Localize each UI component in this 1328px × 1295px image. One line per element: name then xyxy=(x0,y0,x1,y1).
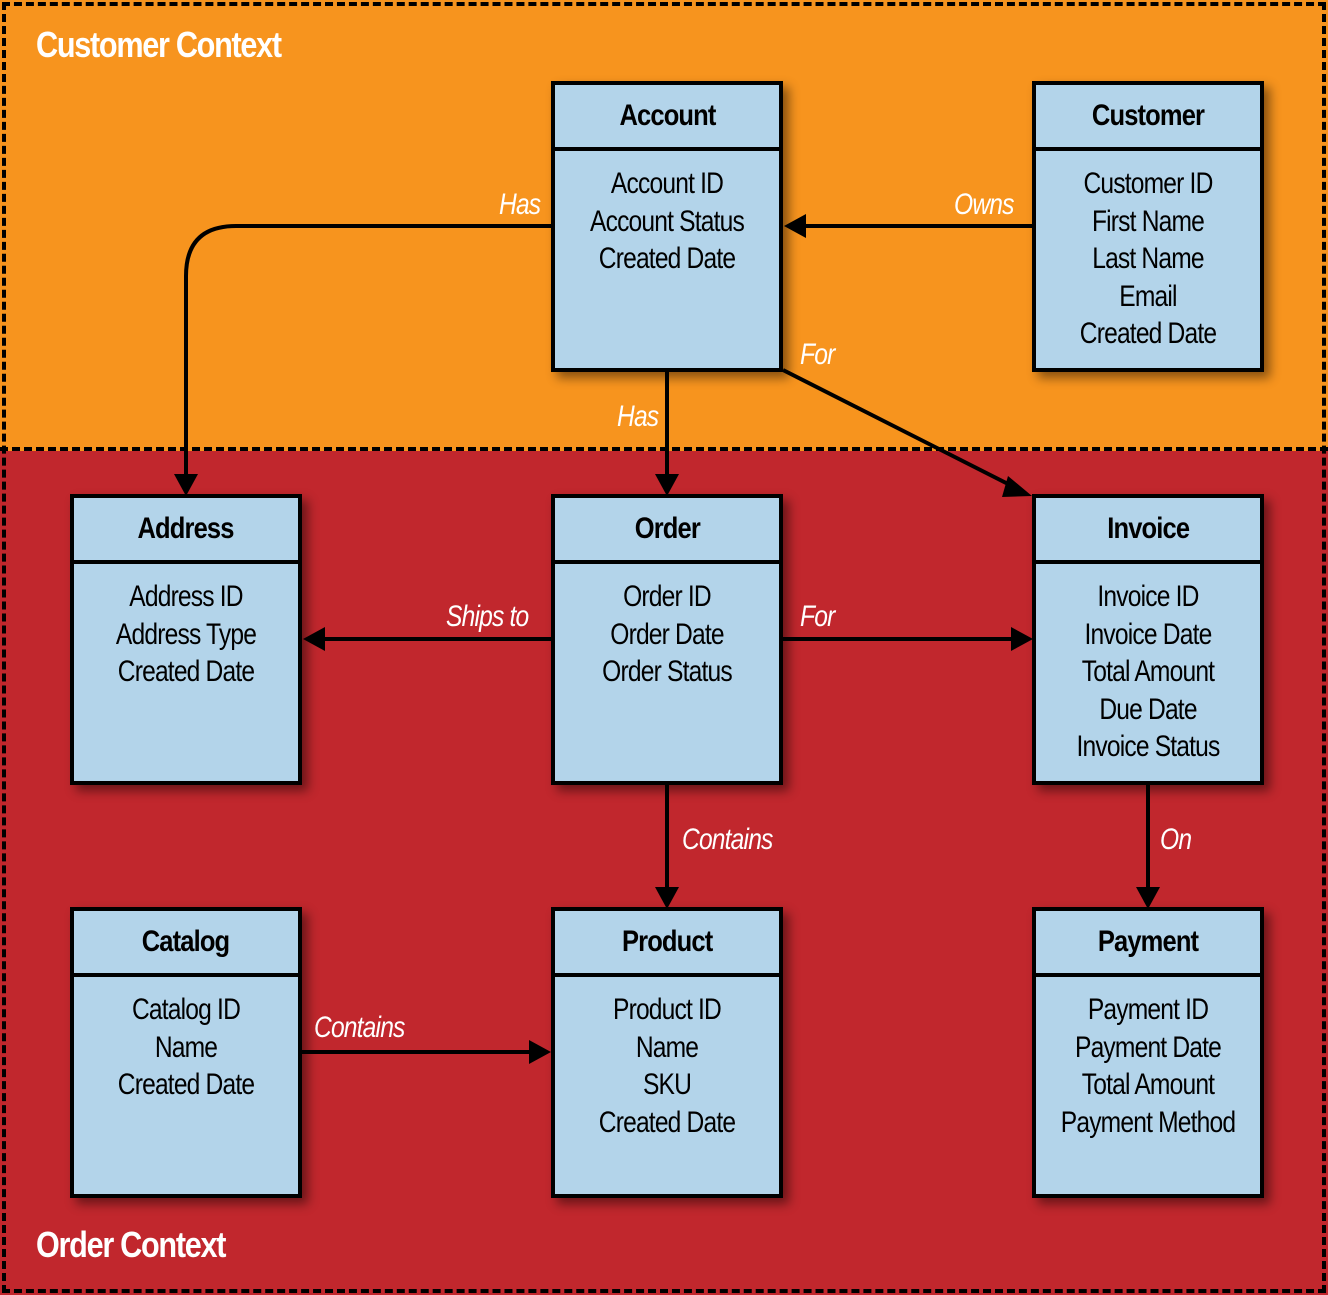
entity-attribute: Created Date xyxy=(598,242,736,275)
arrowhead-invoice-left xyxy=(1011,627,1033,651)
entity-name: Invoice xyxy=(1107,512,1190,545)
label-account-has-order: Has xyxy=(617,400,659,433)
entity-attribute: Address Type xyxy=(115,617,257,651)
label-account-for-invoice: For xyxy=(800,338,835,371)
arrowhead-order-top xyxy=(655,474,679,496)
entity-attribute: Account Status xyxy=(589,204,745,238)
arrowhead-product-top xyxy=(655,887,679,909)
entity-attribute: Invoice Date xyxy=(1084,617,1213,651)
label-order-contains-product: Contains xyxy=(682,823,773,856)
entity-attributes: Account ID Account Status Created Date xyxy=(555,151,779,278)
entity-attribute: Order Status xyxy=(602,655,732,688)
entity-attribute: Customer ID xyxy=(1083,167,1213,200)
entity-header: Order xyxy=(555,498,779,564)
entity-name: Address xyxy=(137,512,235,545)
entity-attribute: Order ID xyxy=(623,580,712,613)
arrowhead-address-right xyxy=(303,627,325,651)
entity-attributes: Order ID Order Date Order Status xyxy=(555,564,779,691)
entity-name: Catalog xyxy=(142,925,230,958)
label-catalog-contains-product: Contains xyxy=(314,1011,405,1044)
entity-attribute: Product ID xyxy=(612,993,722,1026)
connector-account-invoice xyxy=(782,368,1015,489)
entity-attribute: Payment Method xyxy=(1060,1105,1236,1139)
label-customer-owns-account: Owns xyxy=(954,188,1014,221)
entity-customer[interactable]: Customer Customer ID First Name Last Nam… xyxy=(1032,81,1264,372)
entity-header: Address xyxy=(74,498,298,564)
entity-attribute: Name xyxy=(635,1030,699,1064)
entity-attribute: Total Amount xyxy=(1081,655,1215,688)
label-order-ships-to-address: Ships to xyxy=(446,600,529,633)
entity-invoice[interactable]: Invoice Invoice ID Invoice Date Total Am… xyxy=(1032,494,1264,785)
entity-attribute: Name xyxy=(154,1030,218,1064)
entity-name: Order xyxy=(634,512,700,545)
entity-attribute: First Name xyxy=(1091,204,1205,238)
entity-attributes: Invoice ID Invoice Date Total Amount Due… xyxy=(1036,564,1260,766)
entity-attributes: Address ID Address Type Created Date xyxy=(74,564,298,691)
entity-header: Invoice xyxy=(1036,498,1260,564)
arrowhead-invoice-topleft xyxy=(1002,476,1032,497)
order-context-title: Order Context xyxy=(36,1224,226,1265)
label-invoice-on-payment: On xyxy=(1160,823,1192,856)
entity-header: Payment xyxy=(1036,911,1260,977)
entity-attribute: Account ID xyxy=(610,167,724,200)
entity-attributes: Customer ID First Name Last Name Email C… xyxy=(1036,151,1260,353)
entity-attribute: Payment Date xyxy=(1074,1030,1222,1064)
entity-address[interactable]: Address Address ID Address Type Created … xyxy=(70,494,302,785)
entity-attribute: Created Date xyxy=(598,1105,736,1139)
entity-name: Account xyxy=(618,99,716,132)
entity-attribute: Last Name xyxy=(1092,242,1204,275)
entity-header: Catalog xyxy=(74,911,298,977)
arrowhead-account-right xyxy=(784,214,806,238)
entity-payment[interactable]: Payment Payment ID Payment Date Total Am… xyxy=(1032,907,1264,1198)
entity-attribute: Created Date xyxy=(117,655,255,688)
customer-context-title: Customer Context xyxy=(36,24,282,65)
entity-attributes: Product ID Name SKU Created Date xyxy=(555,977,779,1141)
label-account-has-address: Has xyxy=(499,188,541,221)
entity-attribute: Order Date xyxy=(610,617,724,651)
entity-attribute: Address ID xyxy=(129,580,243,613)
entity-attribute: Invoice ID xyxy=(1097,580,1199,613)
entity-attribute: Payment ID xyxy=(1087,993,1209,1026)
context-divider xyxy=(0,447,1328,451)
entity-attribute: Total Amount xyxy=(1081,1068,1215,1101)
entity-attributes: Payment ID Payment Date Total Amount Pay… xyxy=(1036,977,1260,1141)
entity-header: Customer xyxy=(1036,85,1260,151)
entity-header: Product xyxy=(555,911,779,977)
entity-attribute: Catalog ID xyxy=(131,993,241,1026)
entity-header: Account xyxy=(555,85,779,151)
entity-catalog[interactable]: Catalog Catalog ID Name Created Date xyxy=(70,907,302,1198)
entity-attribute: Invoice Status xyxy=(1076,730,1220,763)
entity-attributes: Catalog ID Name Created Date xyxy=(74,977,298,1104)
entity-attribute: Due Date xyxy=(1099,692,1197,726)
arrowhead-payment-top xyxy=(1136,887,1160,909)
entity-name: Payment xyxy=(1097,925,1199,958)
entity-product[interactable]: Product Product ID Name SKU Created Date xyxy=(551,907,783,1198)
entity-name: Customer xyxy=(1091,99,1205,132)
label-order-for-invoice: For xyxy=(800,600,835,633)
entity-attribute: Created Date xyxy=(1079,317,1217,350)
entity-order[interactable]: Order Order ID Order Date Order Status xyxy=(551,494,783,785)
arrowhead-product-left xyxy=(529,1040,551,1064)
entity-attribute: SKU xyxy=(642,1068,692,1101)
entity-name: Product xyxy=(621,925,713,958)
entity-attribute: Created Date xyxy=(117,1068,255,1101)
connector-account-address xyxy=(184,224,552,475)
entity-account[interactable]: Account Account ID Account Status Create… xyxy=(551,81,783,372)
entity-attribute: Email xyxy=(1119,279,1177,313)
arrowhead-address-top xyxy=(174,474,198,496)
